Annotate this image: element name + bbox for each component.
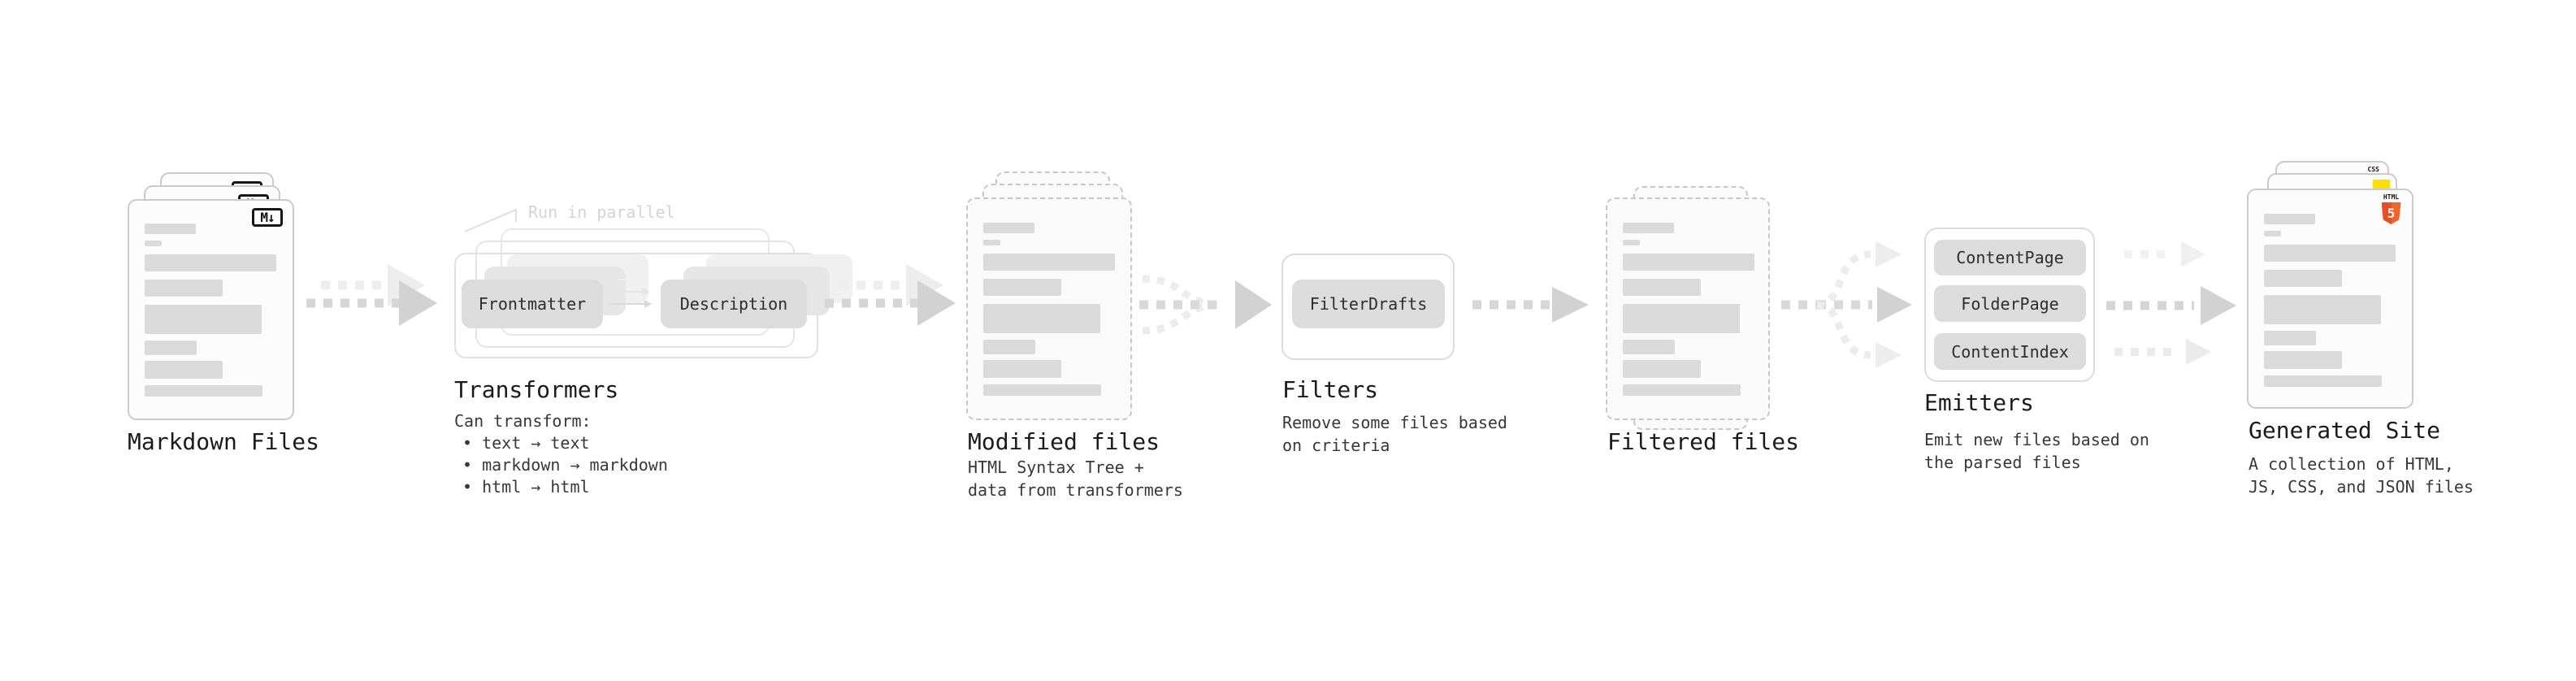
- content-bar: [2264, 295, 2381, 324]
- flow-arrow-markdown-to-transformers: [306, 264, 437, 326]
- markdown-doc-front: M↓: [128, 199, 294, 420]
- dashed-arrow-light: [2114, 339, 2211, 365]
- arrowhead: [1235, 280, 1272, 329]
- content-bar: [1623, 240, 1640, 245]
- content-bar: [2264, 331, 2316, 345]
- content-bar: [983, 223, 1034, 233]
- split-curve-top: [1816, 250, 1871, 309]
- arrowhead: [1552, 287, 1589, 323]
- dashed-arrow-dark: [825, 280, 956, 326]
- transform-heading: Can transform:: [454, 411, 592, 431]
- dashed-arrow-faint: [2124, 241, 2205, 267]
- subtitle-line: Emit new files based on: [1924, 430, 2149, 449]
- run-in-parallel-label: Run in parallel: [528, 202, 675, 222]
- content-bar: [1623, 360, 1701, 378]
- content-bar: [2264, 375, 2382, 387]
- stage-title-generated-site: Generated Site: [2249, 417, 2441, 444]
- split-curve-bottom: [1816, 301, 1871, 359]
- stage-title-modified-files: Modified files: [968, 428, 1160, 455]
- markdown-icon: M↓: [252, 208, 283, 227]
- document-content-bars: [2264, 214, 2396, 387]
- content-bar: [983, 340, 1035, 354]
- content-bar: [145, 241, 162, 246]
- flow-arrow-split-into-emitters: [1781, 241, 1912, 368]
- content-bar: [145, 305, 262, 334]
- thin-arrow-dark: [610, 300, 652, 308]
- javascript-icon: [2373, 180, 2390, 189]
- document-content-bars: [1623, 223, 1754, 396]
- generated-subtitle: A collection of HTML, JS, CSS, and JSON …: [2249, 453, 2474, 498]
- content-bar: [2264, 214, 2315, 224]
- content-bar: [145, 340, 197, 355]
- modified-doc-front: [966, 197, 1132, 420]
- generated-doc-html: HTML 5: [2247, 189, 2413, 409]
- content-bar: [145, 254, 276, 271]
- flow-arrow-filters-to-filtered: [1472, 287, 1589, 323]
- content-bar: [1623, 340, 1675, 354]
- content-bar: [145, 280, 223, 297]
- filters-subtitle: Remove some files based on criteria: [1282, 411, 1507, 457]
- dashed-arrow-dark: [306, 280, 437, 326]
- content-bar: [1623, 384, 1741, 396]
- transformers-description: Can transform: • text → text • markdown …: [454, 410, 668, 498]
- transform-bullet: • text → text: [462, 433, 590, 453]
- content-bar: [2264, 231, 2281, 236]
- content-bar: [1623, 304, 1740, 333]
- content-bar: [983, 279, 1061, 296]
- content-bar: [145, 361, 223, 379]
- arrowhead-light: [1876, 342, 1902, 368]
- contentpage-pill: ContentPage: [1934, 240, 2086, 275]
- document-content-bars: [145, 223, 277, 397]
- transform-arrows: [610, 275, 652, 308]
- frontmatter-pill: Frontmatter: [462, 280, 603, 328]
- subtitle-line: the parsed files: [1924, 453, 2081, 472]
- content-bar: [2264, 351, 2342, 369]
- flow-arrows-emitters-to-generated: [2106, 241, 2236, 365]
- document-content-bars: [983, 223, 1115, 396]
- content-bar: [983, 254, 1115, 271]
- content-bar: [1623, 223, 1674, 233]
- contentindex-pill: ContentIndex: [1934, 333, 2086, 370]
- content-bar: [983, 304, 1100, 333]
- content-bar: [1623, 254, 1754, 271]
- filtered-doc-front: [1606, 197, 1770, 420]
- content-bar: [983, 360, 1061, 378]
- subtitle-line: Remove some files based: [1282, 413, 1507, 432]
- subtitle-line: on criteria: [1282, 436, 1390, 455]
- content-bar: [983, 240, 1000, 245]
- flow-arrow-transformers-to-modified: [825, 264, 956, 326]
- folderpage-pill: FolderPage: [1934, 285, 2086, 322]
- run-in-parallel-leader-line: [464, 208, 517, 232]
- flow-arrow-merge-into-filters: [1139, 275, 1272, 335]
- transform-bullet: • markdown → markdown: [462, 455, 668, 475]
- transform-bullet: • html → html: [462, 477, 590, 497]
- thin-arrow-light: [618, 275, 648, 284]
- arrowhead: [1877, 287, 1912, 323]
- subtitle-line: A collection of HTML,: [2249, 454, 2454, 474]
- subtitle-line: HTML Syntax Tree +: [968, 458, 1144, 477]
- thin-arrow-mid: [614, 288, 649, 296]
- html5-icon-label: HTML: [2383, 193, 2400, 201]
- emitters-panel: ContentPage FolderPage ContentIndex: [1924, 228, 2095, 382]
- content-bar: [1623, 279, 1701, 296]
- filterdrafts-pill: FilterDrafts: [1292, 280, 1445, 328]
- subtitle-line: JS, CSS, and JSON files: [2249, 477, 2474, 497]
- html5-icon: HTML 5: [2381, 193, 2401, 224]
- subtitle-line: data from transformers: [968, 480, 1183, 500]
- content-bar: [145, 385, 262, 397]
- stage-title-markdown-files: Markdown Files: [128, 428, 320, 455]
- content-bar: [145, 223, 196, 234]
- stage-title-filters: Filters: [1282, 376, 1379, 403]
- dashed-arrow-dark: [2106, 286, 2236, 325]
- content-bar: [2264, 245, 2396, 262]
- emitters-subtitle: Emit new files based on the parsed files: [1924, 428, 2149, 474]
- stage-title-transformers: Transformers: [454, 376, 619, 403]
- content-bar: [983, 384, 1101, 396]
- content-bar: [2264, 270, 2342, 287]
- stage-title-filtered-files: Filtered files: [1607, 428, 1800, 455]
- description-pill: Description: [661, 280, 807, 328]
- stage-title-emitters: Emitters: [1924, 389, 2034, 416]
- modified-subtitle: HTML Syntax Tree + data from transformer…: [968, 456, 1183, 501]
- arrowhead-light: [1876, 241, 1902, 267]
